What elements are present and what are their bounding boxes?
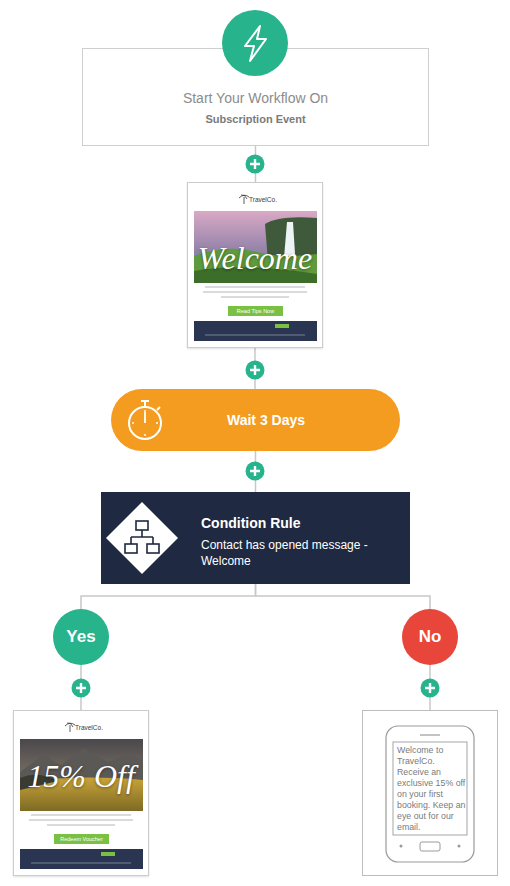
connector-line xyxy=(81,584,256,609)
add-step-circle xyxy=(246,462,265,481)
sms-card: Welcome to TravelCo. Receive an exclusiv… xyxy=(362,710,498,876)
phone-speaker xyxy=(420,734,440,735)
button-label: Read Tips Now xyxy=(228,306,283,316)
plus-sign xyxy=(76,683,86,693)
stopwatch-hand xyxy=(144,412,146,423)
add-step-buttons xyxy=(72,155,440,698)
stopwatch-icon xyxy=(129,401,161,439)
plus-sign xyxy=(250,466,260,476)
add-step-button xyxy=(421,679,440,698)
trigger-box: Start Your Workflow On Subscription Event xyxy=(82,48,429,146)
logo-tree xyxy=(65,723,75,727)
delay-step: Wait 3 Days xyxy=(111,389,400,451)
condition-diamond xyxy=(106,502,178,574)
body-text-line xyxy=(31,814,131,815)
connector-line xyxy=(80,665,82,710)
footer-text-line xyxy=(205,335,305,336)
brand-logo: TravelCo. xyxy=(249,196,299,204)
connector-line xyxy=(255,146,257,182)
add-step-circle xyxy=(246,361,265,380)
sms-message: Welcome to TravelCo. Receive an exclusiv… xyxy=(397,745,469,833)
add-step-button xyxy=(246,361,265,380)
add-step-circle xyxy=(72,679,91,698)
email-card: TravelCo. 15% OffRedeem Voucher xyxy=(13,710,149,876)
add-step-button xyxy=(246,155,265,174)
circle-shape xyxy=(53,609,109,665)
add-step-button xyxy=(246,462,265,481)
brand-logo: TravelCo. xyxy=(75,724,125,732)
condition-rule: Condition RuleContact has opened message… xyxy=(101,492,410,584)
button-label: Redeem Voucher xyxy=(54,834,109,844)
email-artwork xyxy=(20,723,143,869)
condition-icon xyxy=(106,502,178,574)
condition-text: Contact has opened message - Welcome xyxy=(201,537,383,569)
add-step-button xyxy=(72,679,91,698)
connector-line xyxy=(254,348,256,389)
yes-branch: Yes xyxy=(53,609,109,665)
stopwatch-face xyxy=(129,407,161,439)
body-text-line xyxy=(29,819,133,820)
plus-sign xyxy=(425,683,435,693)
lightning-bolt xyxy=(245,26,266,61)
stopwatch-crown xyxy=(144,402,146,407)
branch-icon xyxy=(131,530,153,544)
trigger-heading: Start Your Workflow On xyxy=(83,90,428,107)
body-text-line xyxy=(221,296,289,297)
phone-outline xyxy=(386,726,474,862)
branch-label: No xyxy=(402,627,458,647)
stopwatch-ticks xyxy=(132,410,158,436)
cta-button: Redeem Voucher xyxy=(54,834,109,844)
footer-logo xyxy=(275,324,289,328)
connector-line xyxy=(256,584,431,609)
trigger-event: Subscription Event xyxy=(83,113,428,126)
email-card: TravelCo. WelcomeRead Tips Now xyxy=(187,182,323,348)
email-footer xyxy=(194,321,317,341)
branch-label: Yes xyxy=(53,627,109,647)
circle-shape xyxy=(402,609,458,665)
add-step-circle xyxy=(246,155,265,174)
pill-shape xyxy=(111,389,400,451)
delay-label: Wait 3 Days xyxy=(171,410,361,430)
stopwatch-button xyxy=(157,407,160,410)
add-step-circle xyxy=(421,679,440,698)
plus-sign xyxy=(250,365,260,375)
condition-heading: Condition Rule xyxy=(201,514,391,532)
body-text-line xyxy=(205,286,305,287)
phone-key xyxy=(458,845,461,848)
email-headline: Welcome xyxy=(188,241,322,275)
footer-text-line xyxy=(31,863,131,864)
logo-tree xyxy=(70,725,71,732)
logo-tree xyxy=(239,195,249,199)
body-text-line xyxy=(47,824,115,825)
email-footer xyxy=(20,849,143,869)
no-branch: No xyxy=(402,609,458,665)
stopwatch-crown xyxy=(141,400,149,402)
phone-body xyxy=(386,726,474,862)
branch-icon xyxy=(125,544,137,553)
phone-screen xyxy=(393,742,467,835)
phone-home-button xyxy=(420,842,440,851)
email-headline: 15% Off xyxy=(14,759,148,793)
plus-sign xyxy=(250,159,260,169)
trigger-circle xyxy=(222,10,288,76)
trigger-icon xyxy=(222,10,288,76)
phone-key xyxy=(400,845,403,848)
logo-tree xyxy=(244,197,245,204)
branch-icon xyxy=(136,521,148,530)
branch-icon xyxy=(147,544,159,553)
connector-line xyxy=(429,665,431,710)
body-text-line xyxy=(203,291,307,292)
connector-line xyxy=(255,451,257,492)
cta-button: Read Tips Now xyxy=(228,306,283,316)
footer-logo xyxy=(101,852,115,856)
